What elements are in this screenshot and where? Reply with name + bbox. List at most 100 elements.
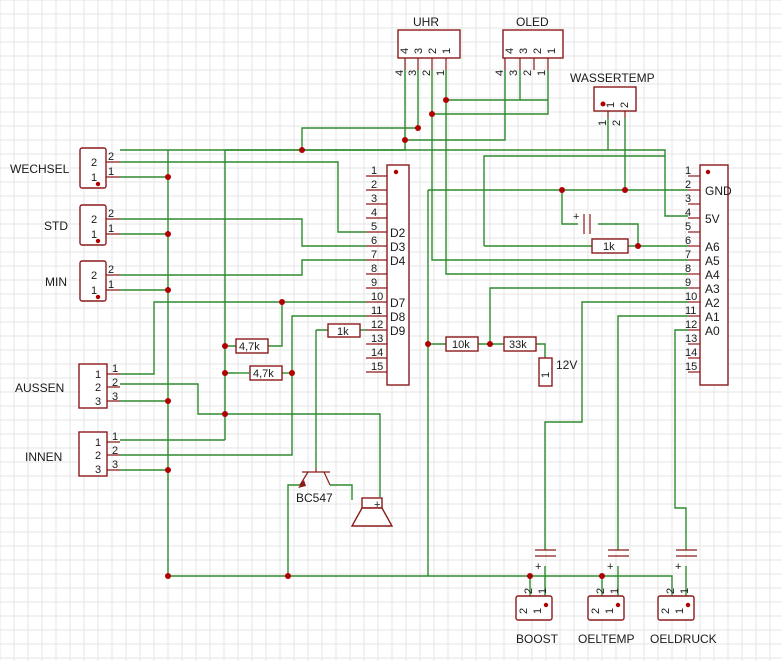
transistor-emitter	[299, 471, 309, 486]
uhr-pins	[404, 58, 447, 70]
wassertemp-body	[593, 86, 637, 112]
junction	[222, 370, 228, 376]
junction	[165, 231, 171, 237]
aussen-pin-3b: 3	[112, 391, 118, 403]
right-header-pin-number: 9	[685, 277, 691, 289]
supply-body	[538, 357, 553, 387]
aussen-pin-2b: 2	[112, 377, 118, 389]
oeldruck-pin-2b: 2	[665, 588, 677, 594]
right-header-pin-number: 8	[685, 263, 691, 275]
aussen-body	[78, 363, 108, 409]
transistor-emitter-wire	[287, 484, 300, 576]
a3-wire	[489, 287, 688, 344]
oeltemp-cap-plus: +	[607, 561, 613, 573]
pin-name-d8: D8	[390, 310, 406, 324]
wechsel-pin-1b: 1	[108, 166, 114, 178]
aussen-pin-2: 2	[95, 382, 101, 394]
right-header-pin-number: 12	[685, 319, 697, 331]
oled-pin4-wire	[405, 70, 506, 141]
innen-body	[78, 431, 108, 477]
junction	[285, 573, 291, 579]
right-header-pin-number: 13	[685, 333, 697, 345]
wassertemp-pins	[607, 111, 626, 118]
r1-value: 4,7k	[239, 341, 260, 353]
wassertemp-pin-2: 2	[619, 102, 631, 108]
pin-name-a6: A6	[705, 240, 720, 254]
r2-value: 4,7k	[253, 368, 274, 380]
left-header-pin-number: 6	[371, 235, 377, 247]
aussen-pin2-wire	[120, 383, 381, 497]
cap-wire	[561, 190, 639, 246]
r6-value: 1k	[603, 241, 615, 253]
std-pin-2: 2	[91, 214, 97, 226]
r5-value: 33k	[509, 339, 527, 351]
junction	[289, 370, 295, 376]
r6-body	[591, 238, 629, 254]
innen-pin-2: 2	[95, 450, 101, 462]
r3-body	[327, 323, 361, 338]
innen-pin-1b: 1	[112, 431, 118, 443]
uhr-body	[397, 29, 461, 59]
oeltemp-pin-1: 1	[604, 608, 616, 614]
junction	[559, 187, 565, 193]
junction	[165, 467, 171, 473]
uhr-pin1-wire	[445, 70, 521, 101]
aussen-pin-1: 1	[95, 369, 101, 381]
capacitor-wassertemp: +	[573, 211, 591, 234]
wassertemp-label: WASSERTEMP	[570, 71, 655, 85]
gnd-bus	[120, 149, 673, 596]
pin-name-a1: A1	[705, 310, 720, 324]
aussen-pins	[107, 373, 120, 402]
std-connector: STD 2 1 2 1	[44, 204, 120, 246]
oeltemp-connector: 2 1 2 1 OELTEMP	[578, 588, 634, 646]
uhr-pin-3: 3	[413, 48, 425, 54]
junction	[299, 147, 305, 153]
junction	[487, 341, 493, 347]
junction	[402, 137, 408, 143]
transistor-arrow	[298, 480, 306, 488]
min-pin-1: 1	[91, 285, 97, 297]
pin-name-a2: A2	[705, 296, 720, 310]
boost-cap	[535, 549, 556, 557]
sensor-capacitors: + + +	[535, 549, 697, 573]
left-header-pin-number: 13	[371, 333, 383, 345]
oled-pin-1: 1	[546, 48, 558, 54]
wechsel-connector: WECHSEL 2 1 2 1	[10, 147, 120, 189]
min-pin-2b: 2	[108, 264, 114, 276]
innen-pin-3: 3	[95, 464, 101, 476]
right-header-pin-number: 14	[685, 347, 697, 359]
buzzer: +	[350, 497, 394, 527]
r4-body	[445, 336, 479, 352]
oled-pin-1b: 1	[536, 70, 548, 76]
innen-pin-1: 1	[95, 437, 101, 449]
oled-pin-4b: 4	[494, 70, 506, 76]
r5-body	[503, 336, 537, 352]
wassertemp-pin-2b: 2	[611, 120, 623, 126]
left-header-pin-number: 4	[371, 207, 377, 219]
aussen-pin1-wire	[120, 301, 366, 375]
min-label: MIN	[45, 275, 67, 289]
pin-name-a3: A3	[705, 282, 720, 296]
uhr-pin-4: 4	[399, 48, 411, 54]
left-header-pin-number: 14	[371, 347, 383, 359]
wechsel-body	[79, 147, 107, 189]
oled-pin-4: 4	[504, 48, 516, 54]
r4-value: 10k	[452, 339, 470, 351]
oeldruck-label: OELDRUCK	[650, 632, 717, 646]
buzzer-cone	[350, 507, 394, 527]
junction	[165, 287, 171, 293]
min-pin-1b: 1	[108, 279, 114, 291]
std-pin2-wire	[120, 218, 366, 247]
right-header-pin-number: 7	[685, 249, 691, 261]
innen-pins	[107, 441, 120, 471]
oled-pin-2b: 2	[522, 70, 534, 76]
pin-name-a0: A0	[705, 324, 720, 338]
oeldruck-body	[657, 595, 695, 621]
oled-pin-3: 3	[518, 48, 530, 54]
oled-body	[502, 29, 564, 59]
pin-name-d2: D2	[390, 226, 406, 240]
junction	[165, 174, 171, 180]
innen-connector: INNEN 1 2 3 1 2 3	[25, 431, 120, 477]
